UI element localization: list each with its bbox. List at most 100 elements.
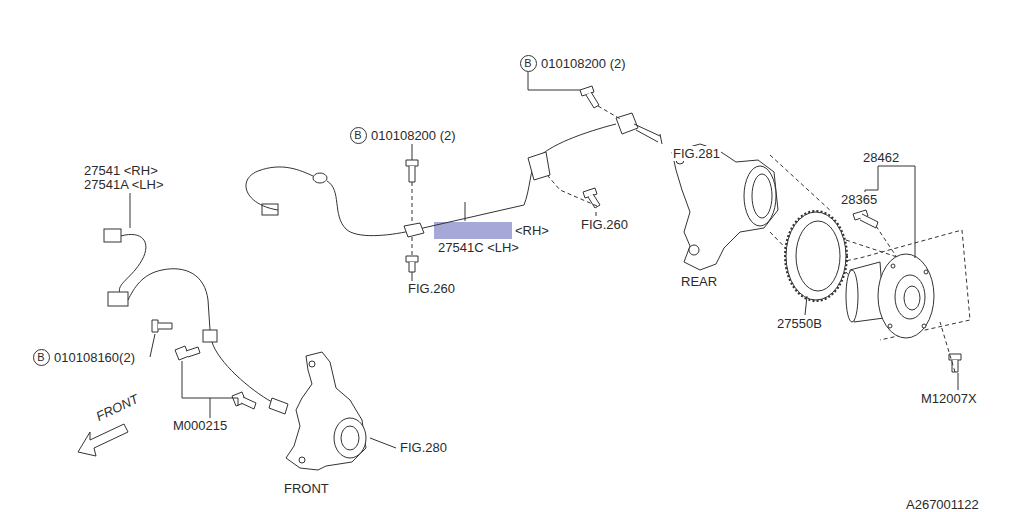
illustration-shape xyxy=(246,167,313,210)
illustration-shape xyxy=(878,166,915,258)
front-knuckle xyxy=(286,352,366,470)
illustration-shape xyxy=(888,324,892,328)
illustration-shape xyxy=(313,173,327,183)
illustration-shape xyxy=(616,113,638,134)
part-label: 28462 xyxy=(862,150,900,165)
illustration-shape xyxy=(752,174,772,218)
part-label: M000215 xyxy=(172,418,228,433)
illustration-shape xyxy=(770,155,832,212)
illustration-shape xyxy=(119,234,146,293)
illustration-shape xyxy=(182,361,238,418)
illustration-shape xyxy=(689,245,699,255)
part-label: 27541 <RH> xyxy=(83,163,159,178)
symbol-circle-outline xyxy=(520,55,536,71)
illustration-shape xyxy=(904,286,920,310)
part-label: 27550B xyxy=(776,316,823,331)
illustration-shape xyxy=(186,347,200,357)
illustration-shape xyxy=(404,223,424,237)
hub-assembly xyxy=(846,254,934,338)
symbol-circle-outline xyxy=(350,127,366,143)
illustration-shape xyxy=(891,264,895,268)
illustration-shape xyxy=(528,72,580,90)
illustration-shape xyxy=(672,144,778,270)
illustration-shape xyxy=(406,160,418,166)
illustration-shape xyxy=(212,342,272,402)
illustration-shape xyxy=(412,237,413,256)
tone-ring xyxy=(786,212,846,300)
illustration-shape xyxy=(598,106,622,120)
front-arrow xyxy=(78,424,128,456)
part-label: FIG.280 xyxy=(399,440,448,455)
symbol-circle-outline xyxy=(33,349,49,365)
illustration-shape xyxy=(409,262,415,272)
highlight-box xyxy=(434,222,512,239)
illustration-shape xyxy=(412,272,413,281)
illustration-shape xyxy=(528,152,550,180)
illustration-shape xyxy=(860,214,878,228)
bolts xyxy=(152,86,961,409)
illustration-shape xyxy=(412,182,413,224)
circled-symbol: B xyxy=(33,349,50,366)
part-label: FIG.281 xyxy=(672,146,721,161)
illustration-shape xyxy=(586,92,599,108)
illustration-shape xyxy=(922,324,926,328)
illustration-shape xyxy=(634,124,662,144)
illustration-shape xyxy=(299,457,305,463)
illustration-shape xyxy=(596,212,597,216)
circled-symbol: B xyxy=(350,127,367,144)
illustration-shape xyxy=(128,269,210,330)
symbol-letter: B xyxy=(37,351,44,364)
illustration-shape xyxy=(840,230,970,340)
illustration-shape xyxy=(327,124,616,236)
illustration-shape xyxy=(588,194,600,208)
illustration-shape xyxy=(150,334,155,357)
illustration-shape xyxy=(104,229,121,242)
part-label: 27541A <LH> xyxy=(83,177,165,192)
illustration-shape xyxy=(796,221,840,291)
illustration-shape xyxy=(203,330,217,342)
illustration-shape xyxy=(334,418,366,458)
rear-harness xyxy=(246,113,662,237)
leader-lines xyxy=(130,72,958,448)
symbol-letter: B xyxy=(354,129,361,142)
illustration-shape xyxy=(952,360,958,372)
illustration-shape xyxy=(269,398,288,414)
illustration-shape xyxy=(130,193,131,228)
illustration-shape xyxy=(370,438,396,448)
part-label: M12007X xyxy=(920,391,978,406)
illustration-shape xyxy=(158,323,172,329)
part-label: 27541C <LH> xyxy=(437,240,520,255)
symbol-letter: B xyxy=(524,57,531,70)
illustration-shape xyxy=(108,292,128,306)
illustration-shape xyxy=(786,212,846,300)
part-label: 010108160(2) xyxy=(53,350,136,365)
illustration-shape xyxy=(412,144,413,160)
illustration-shape xyxy=(924,270,928,274)
part-label: FRONT xyxy=(93,391,142,424)
illustration-shape xyxy=(406,256,418,262)
illustration-shape xyxy=(805,296,807,315)
rear-knuckle xyxy=(672,144,778,270)
circled-symbol: B xyxy=(520,55,537,72)
part-label: 28365 xyxy=(840,192,878,207)
illustration-shape xyxy=(341,426,359,450)
dashed-guides xyxy=(412,106,970,372)
part-label: REAR xyxy=(680,274,718,289)
illustration-shape xyxy=(958,373,959,390)
illustration-shape xyxy=(465,202,466,221)
front-harness xyxy=(104,229,288,414)
illustration-shape xyxy=(744,166,776,226)
part-label: FRONT xyxy=(283,481,330,496)
illustration-shape xyxy=(895,275,925,319)
part-label: 010108200 (2) xyxy=(370,128,457,143)
illustration-shape xyxy=(241,397,256,409)
part-label: FIG.260 xyxy=(407,281,456,296)
illustration-shape xyxy=(409,166,415,182)
part-label: A267001122 xyxy=(905,497,980,512)
part-label: FIG.260 xyxy=(580,217,629,232)
illustration-shape xyxy=(286,352,366,470)
illustration-shape xyxy=(940,322,955,372)
